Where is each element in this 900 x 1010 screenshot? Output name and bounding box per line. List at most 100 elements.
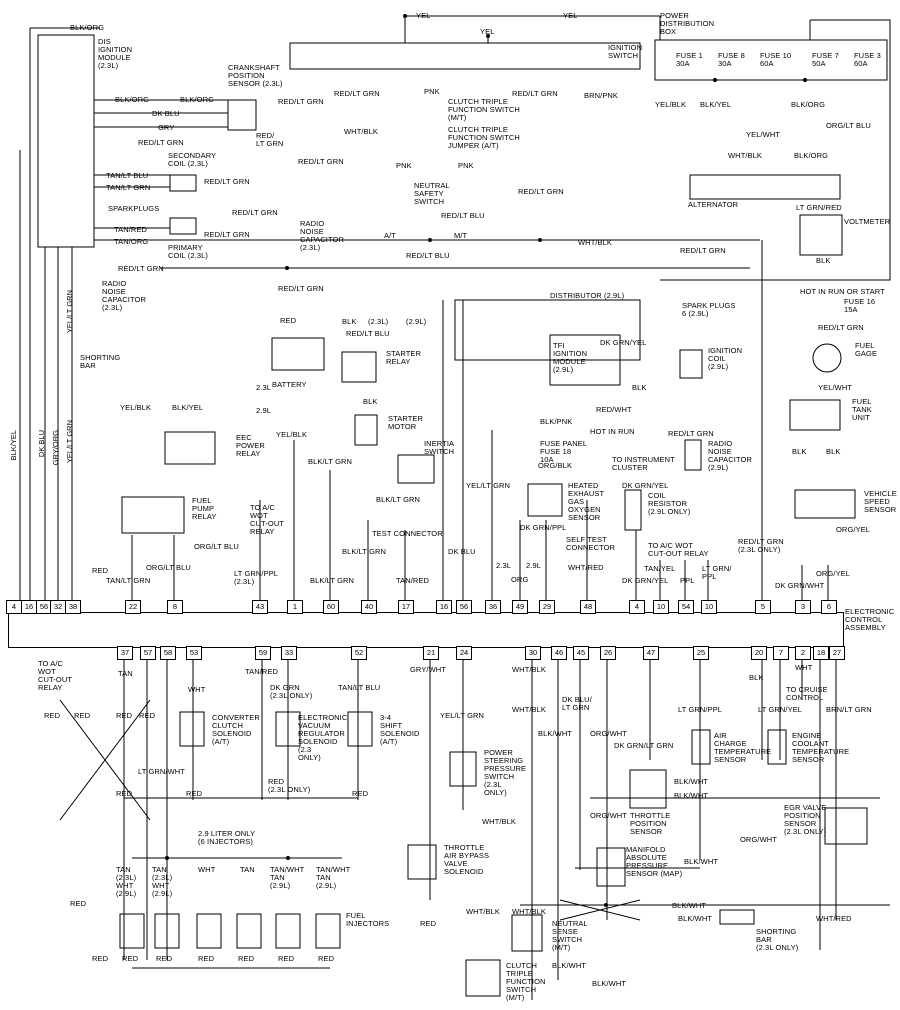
wire-label: LT GRN/ PPL	[702, 564, 732, 581]
wire-label: RED	[122, 954, 139, 963]
wire-label: YEL	[416, 11, 431, 20]
clutch-jumper-at-label: CLUTCH TRIPLE FUNCTION SWITCH JUMPER (A/…	[448, 125, 520, 150]
ecu-pin: 33	[281, 646, 297, 660]
wire-label: BLK/LT GRN	[310, 576, 355, 585]
instrument-cluster-label: TO INSTRUMENT CLUSTER	[612, 455, 675, 472]
ecu-pin: 4	[6, 600, 22, 614]
wire-label: WHT/BLK	[512, 665, 547, 674]
wire-label: BLK	[816, 256, 831, 265]
wire-label: TAN	[118, 669, 133, 678]
act-sensor-label: AIR CHARGE TEMPERATURE SENSOR	[714, 731, 772, 764]
wire-label: YEL/BLK	[276, 430, 308, 439]
wire-label: DK BLU	[152, 109, 180, 118]
distributor-label: DISTRIBUTOR (2.9L)	[550, 291, 625, 300]
ac-wot-relay-label: TO A/C WOT CUT-OUT RELAY	[648, 541, 709, 558]
ecu-pin: 47	[643, 646, 659, 660]
wire-label: BLK/PNK	[540, 417, 573, 426]
wire-label: 2.9L	[256, 406, 271, 415]
wire-label: BLK/WHT	[552, 961, 587, 970]
ecu-pin: 24	[456, 646, 472, 660]
wire-label: DK GRN (2.3L ONLY)	[270, 683, 313, 700]
self-test-connector-label: SELF TEST CONNECTOR	[566, 535, 616, 552]
eec-power-relay-label: EEC POWER RELAY	[236, 433, 265, 458]
clutch-triple-switch-label: CLUTCH TRIPLE FUNCTION SWITCH (M/T)	[506, 961, 546, 1002]
neutral-sense-switch-label: NEUTRAL SENSE SWITCH (M/T)	[552, 919, 588, 952]
clutch-switch-mt-label: CLUTCH TRIPLE FUNCTION SWITCH (M/T)	[448, 97, 520, 122]
ecu-pin: 38	[65, 600, 81, 614]
radio-capacitor-label: RADIO NOISE CAPACITOR (2.3L)	[300, 219, 344, 252]
wire-label: GRY/ORG	[51, 430, 60, 466]
wire-label: BLK	[363, 397, 378, 406]
wire-label: TAN/WHT TAN (2.9L)	[270, 865, 305, 890]
ecu-pin: 27	[829, 646, 845, 660]
ecu-pin: 56	[456, 600, 472, 614]
wire-label: RED/LT GRN (2.3L ONLY)	[738, 537, 784, 554]
alternator-label: ALTERNATOR	[688, 200, 739, 209]
converter-clutch-label: CONVERTER CLUTCH SOLENOID (A/T)	[212, 713, 260, 746]
wire-label: GRY/WHT	[410, 665, 446, 674]
wire-label: YEL/WHT	[818, 383, 853, 392]
wire-label: RED	[116, 789, 133, 798]
ecu-pin: 40	[361, 600, 377, 614]
wire-label: TAN/RED	[396, 576, 430, 585]
ignition-coil-29-label: IGNITION COIL (2.9L)	[708, 346, 743, 371]
neutral-safety-switch-label: NEUTRAL SAFETY SWITCH	[414, 181, 450, 206]
wire-label: RED/LT GRN	[138, 138, 184, 147]
wire-label: WHT/BLK	[344, 127, 379, 136]
wire-label: RED/LT BLU	[406, 251, 450, 260]
wire-label: DK GRN/LT GRN	[614, 741, 674, 750]
wire-label: TAN/WHT TAN (2.9L)	[316, 865, 351, 890]
ac-wot-relay-label: TO A/C WOT CUT-OUT RELAY	[250, 503, 285, 536]
sparkplugs-label: SPARKPLUGS	[108, 204, 160, 213]
wire-label: M/T	[454, 231, 468, 240]
fuel-gage-label: FUEL GAGE	[855, 341, 878, 358]
wire-label: TAN/LT GRN	[106, 576, 151, 585]
fuse-10-label: FUSE 10 60A	[760, 51, 792, 68]
wire-label: WHT/BLK	[512, 705, 547, 714]
vehicle-speed-sensor-label: VEHICLE SPEED SENSOR	[864, 489, 897, 514]
wire-label: RED/ LT GRN	[256, 131, 284, 148]
wire-label: RED/LT GRN	[204, 230, 250, 239]
wire-label: RED/LT BLU	[346, 329, 390, 338]
spark-plugs-29-label: SPARK PLUGS 6 (2.9L)	[682, 301, 736, 318]
wire-label: RED	[44, 711, 61, 720]
wire-label: RED/LT BLU	[441, 211, 485, 220]
wire-label: RED	[139, 711, 156, 720]
wire-label: RED/LT GRN	[278, 284, 324, 293]
test-connector-label: TEST CONNECTOR	[372, 529, 443, 538]
evr-solenoid-label: ELECTRONIC VACUUM REGULATOR SOLENOID (2.…	[298, 713, 348, 762]
ecu-pin: 29	[539, 600, 555, 614]
ecu-pin: 1	[287, 600, 303, 614]
wire-label: BLK	[342, 317, 357, 326]
hego-label: HEATED EXHAUST GAS OXYGEN SENSOR	[568, 481, 605, 522]
wire-label: RED	[70, 899, 87, 908]
wire-label: LT GRN/PPL	[678, 705, 723, 714]
wire-label: RED (2.3L ONLY)	[268, 777, 311, 794]
wire-label: PNK	[458, 161, 474, 170]
ecu-pin: 58	[160, 646, 176, 660]
wire-label: RED	[156, 954, 173, 963]
fuse-7-label: FUSE 7 50A	[812, 51, 839, 68]
wire-label: GRY	[158, 123, 175, 132]
wire-label: ORG/LT BLU	[826, 121, 871, 130]
wire-label: TAN	[240, 865, 255, 874]
wire-label: BLK/WHT	[684, 857, 719, 866]
wire-label: BLK/YEL	[9, 430, 18, 461]
ecu-pin: 17	[398, 600, 414, 614]
wire-label: DK GRN/YEL	[622, 576, 669, 585]
wire-label: RED	[92, 566, 109, 575]
secondary-coil-label: SECONDARY COIL (2.3L)	[168, 151, 217, 168]
wire-label: RED/LT GRN	[278, 97, 324, 106]
wire-label: RED/LT GRN	[298, 157, 344, 166]
wire-label: ORG/LT BLU	[146, 563, 191, 572]
ecu-pin: 25	[693, 646, 709, 660]
voltmeter-label: VOLTMETER	[844, 217, 891, 226]
ecu-pin: 53	[186, 646, 202, 660]
wire-label: BLK/WHT	[592, 979, 627, 988]
wire-label: RED/LT GRN	[818, 323, 864, 332]
ecu-pin: 10	[653, 600, 669, 614]
wire-label: BLK/ORG	[115, 95, 150, 104]
crankshaft-sensor-label: CRANKSHAFT POSITION SENSOR (2.3L)	[228, 63, 283, 88]
cruise-control-label: TO CRUISE CONTROL	[786, 685, 828, 702]
wire-label: BLK/WHT	[674, 791, 709, 800]
